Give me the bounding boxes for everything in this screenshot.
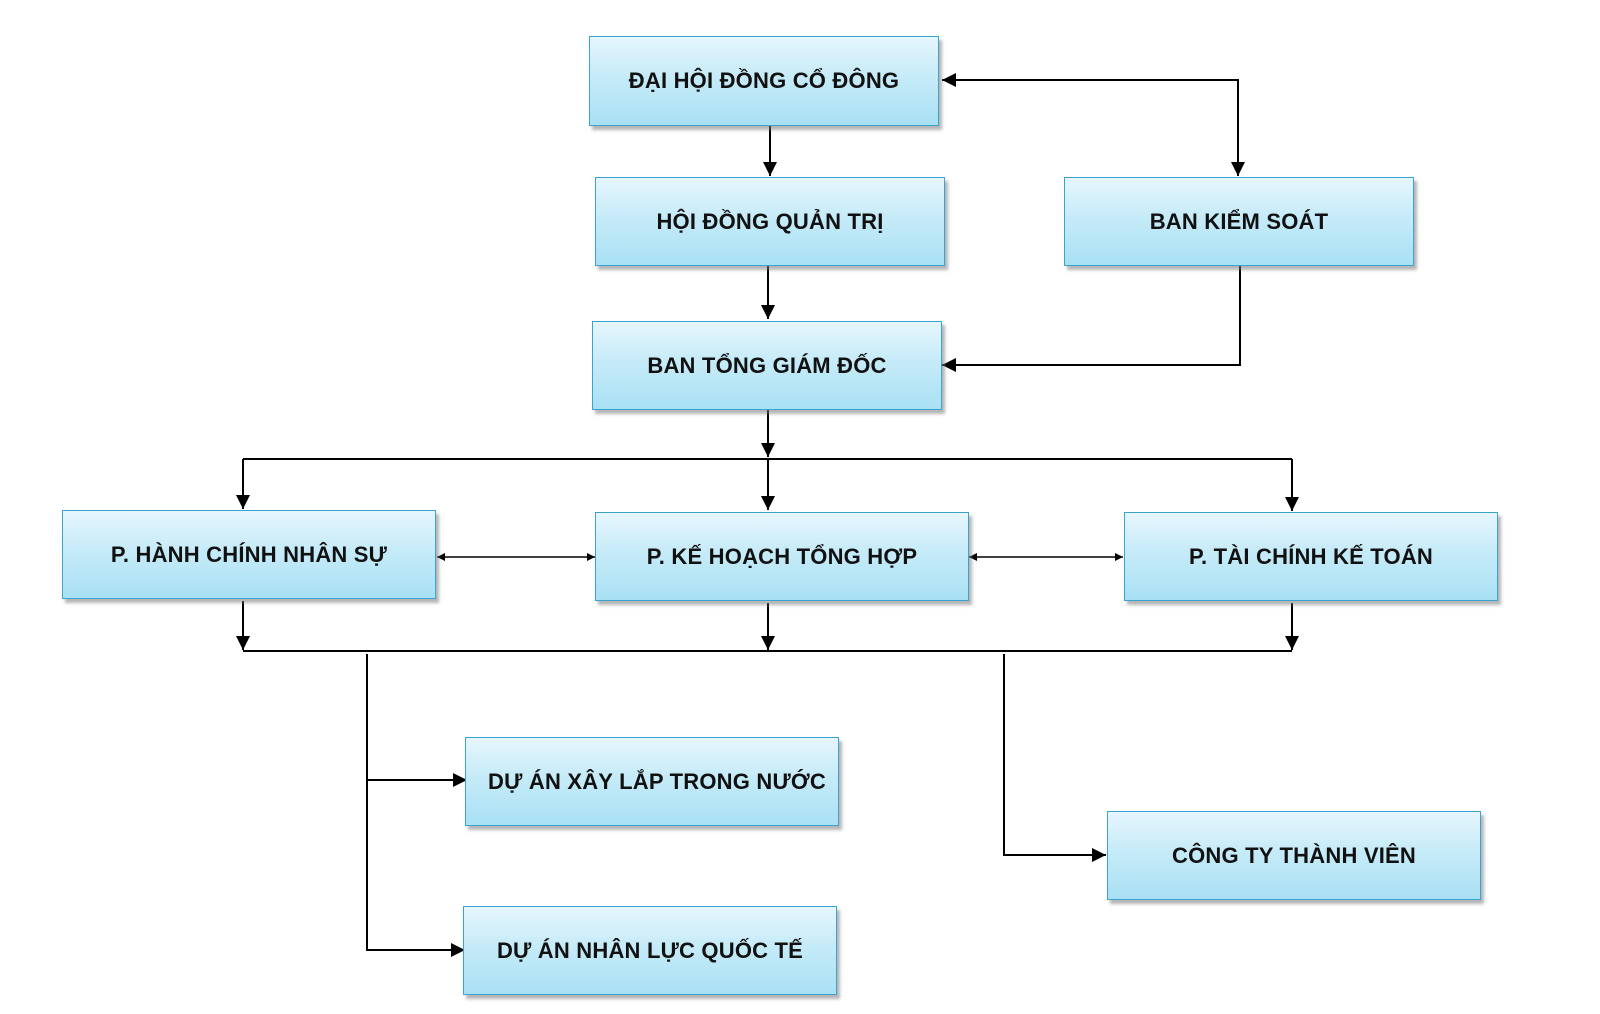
edge-to-member-companies — [1003, 654, 1106, 862]
node-member-companies: CÔNG TY THÀNH VIÊN — [1107, 811, 1481, 900]
node-board-of-directors: HỘI ĐỒNG QUẢN TRỊ — [595, 177, 945, 266]
node-general-meeting: ĐẠI HỘI ĐỒNG CỔ ĐÔNG — [589, 36, 939, 126]
node-label: CÔNG TY THÀNH VIÊN — [1172, 842, 1416, 868]
node-international-labor: DỰ ÁN NHÂN LỰC QUỐC TẾ — [463, 906, 837, 995]
node-label: HỘI ĐỒNG QUẢN TRỊ — [656, 208, 884, 234]
node-finance-dept: P. TÀI CHÍNH KẾ TOÁN — [1124, 512, 1498, 601]
node-planning-dept: P. KẾ HOẠCH TỔNG HỢP — [595, 512, 969, 601]
node-label: DỰ ÁN NHÂN LỰC QUỐC TẾ — [496, 937, 804, 963]
node-hr-admin-dept: P. HÀNH CHÍNH NHÂN SỰ — [62, 510, 436, 599]
node-domestic-construction: DỰ ÁN XÂY LẮP TRONG NƯỚC — [465, 737, 839, 826]
edge-general-meeting-supervisory — [942, 73, 1245, 176]
node-label: P. KẾ HOẠCH TỔNG HỢP — [646, 543, 918, 569]
node-label: BAN KIỂM SOÁT — [1149, 208, 1329, 234]
node-label: ĐẠI HỘI ĐỒNG CỔ ĐÔNG — [628, 68, 900, 93]
node-label: DỰ ÁN XÂY LẮP TRONG NƯỚC — [488, 768, 826, 794]
node-executive-board: BAN TỔNG GIÁM ĐỐC — [592, 321, 942, 410]
edge-supervisory-to-executive — [942, 266, 1241, 372]
node-label: BAN TỔNG GIÁM ĐỐC — [647, 352, 887, 378]
node-label: P. TÀI CHÍNH KẾ TOÁN — [1189, 543, 1433, 569]
node-label: P. HÀNH CHÍNH NHÂN SỰ — [110, 541, 388, 567]
node-supervisory-board: BAN KIỂM SOÁT — [1064, 177, 1414, 266]
